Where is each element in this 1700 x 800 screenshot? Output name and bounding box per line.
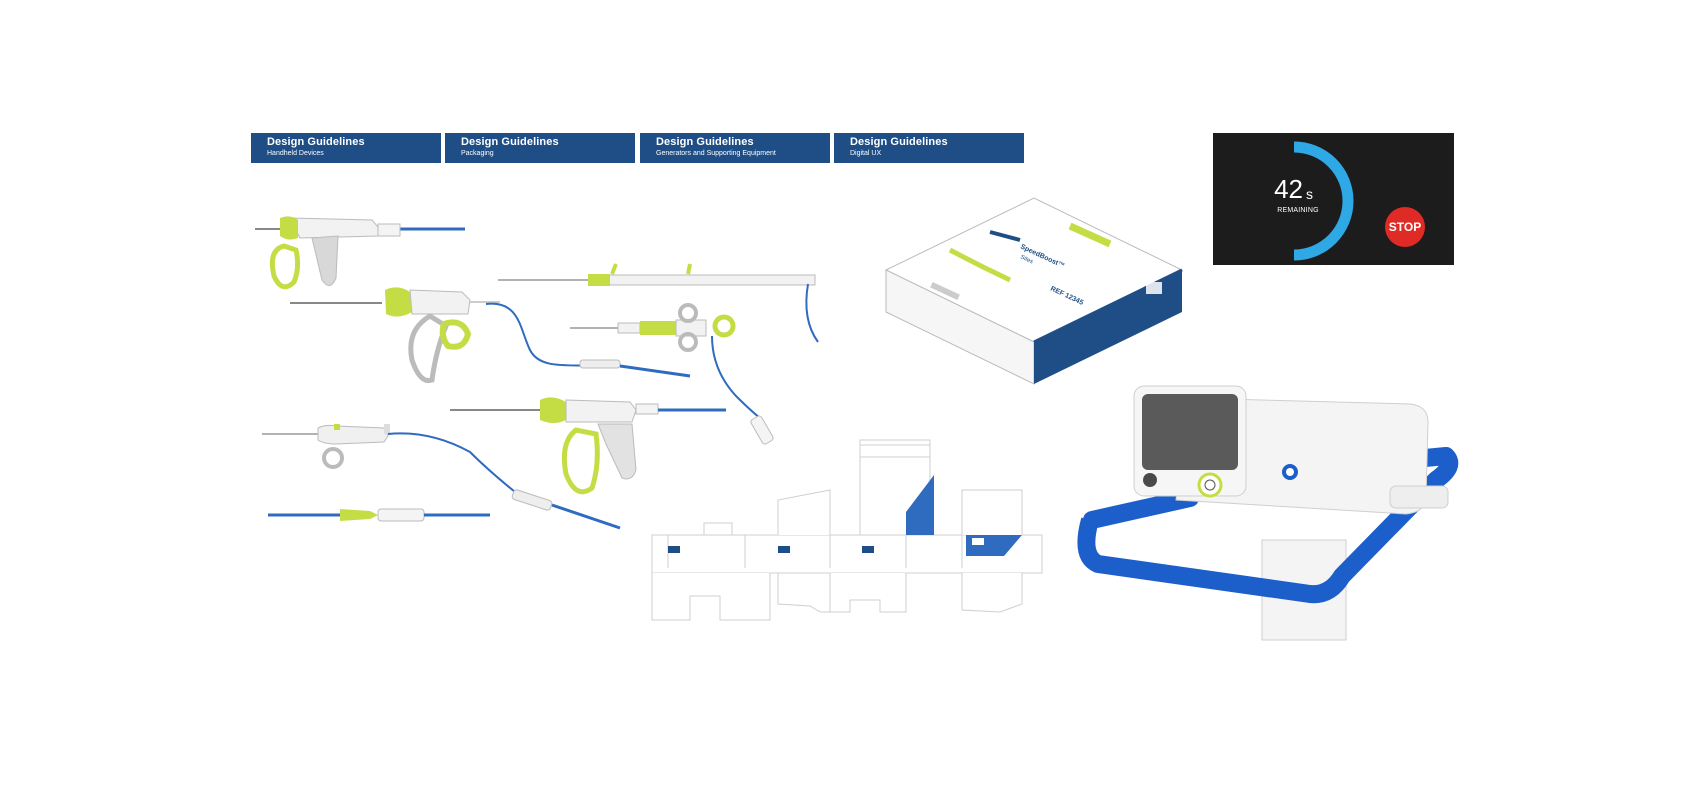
banner-subtitle: Packaging	[461, 150, 494, 157]
banner-handheld-devices: Design Guidelines Handheld Devices	[251, 133, 441, 163]
device-pistol-grip-1	[255, 216, 465, 290]
banner-subtitle: Digital UX	[850, 150, 882, 157]
banner-subtitle: Handheld Devices	[267, 150, 324, 157]
timer-value: 42	[1274, 174, 1303, 204]
box-product-sub: Sites	[1019, 254, 1034, 265]
device-pistol-grip-3	[450, 397, 726, 495]
banner-generators: Design Guidelines Generators and Support…	[640, 133, 830, 163]
device-long-rod	[498, 263, 819, 343]
packaging-box-illustration: REF 12345 SpeedBoost™ Sites	[884, 197, 1184, 385]
packaging-dieline-illustration	[651, 439, 1043, 621]
timer-progress-arc	[1293, 141, 1354, 261]
banner-title: Design Guidelines	[461, 136, 559, 148]
banner-title: Design Guidelines	[850, 136, 948, 148]
stop-button[interactable]: STOP	[1385, 207, 1425, 247]
device-ring-handle	[570, 303, 774, 445]
device-pistol-grip-2	[290, 287, 691, 384]
banner-subtitle: Generators and Supporting Equipment	[656, 150, 776, 157]
banner-packaging: Design Guidelines Packaging	[445, 133, 635, 163]
generator-cart-illustration	[1077, 385, 1459, 641]
timer-label: REMAINING	[1277, 207, 1319, 214]
device-small-ring	[262, 424, 621, 530]
banner-title: Design Guidelines	[267, 136, 365, 148]
handheld-devices-illustration	[255, 216, 819, 530]
device-straight-probe	[268, 508, 490, 522]
digital-ux-screen: 42 s REMAINING STOP	[1213, 133, 1454, 265]
banner-digital-ux: Design Guidelines Digital UX	[834, 133, 1024, 163]
timer-unit: s	[1306, 186, 1313, 202]
banner-title: Design Guidelines	[656, 136, 754, 148]
